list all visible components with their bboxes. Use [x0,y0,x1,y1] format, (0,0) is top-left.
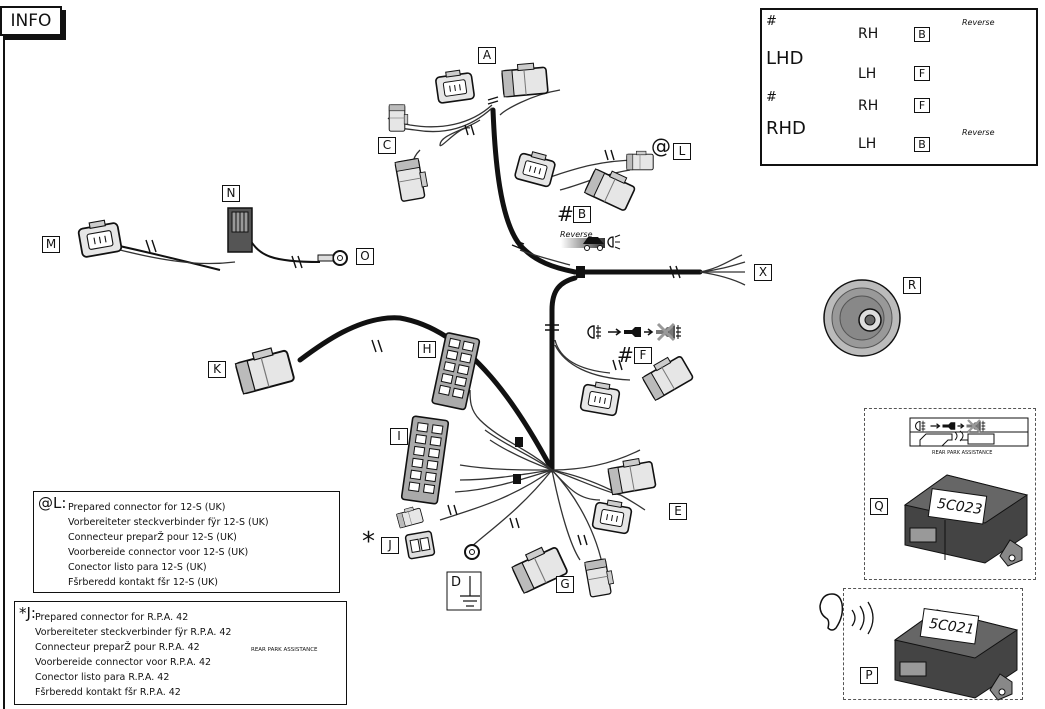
lhd-label: LHD [766,48,804,69]
note-l-title: @L: [38,494,67,512]
note-j-line: Connecteur preparŽ pour R.P.A. 42 [35,642,200,653]
label-j: J [381,537,399,554]
lhd-lh-connector: F [914,66,930,81]
table-hash-top: # [766,14,777,29]
label-g: G [556,576,574,593]
rhd-rh-label: RH [858,98,879,114]
label-e: E [669,503,687,520]
label-m: M [42,236,60,253]
note-l-line: Prepared connector for 12-S (UK) [68,502,226,513]
note-j-line: Vorbereiteter steckverbinder fÿr R.P.A. … [35,627,232,638]
label-i: I [390,428,408,445]
lhd-lh-label: LH [858,66,877,82]
lhd-reverse-text: Reverse [962,18,995,27]
label-h: H [418,341,436,358]
label-f: F [634,347,652,364]
hash-mark-f: # [617,343,634,367]
table-hash-bottom: # [766,90,777,105]
note-j-line: Prepared connector for R.P.A. 42 [35,612,189,623]
module-q-box [864,408,1036,580]
module-p-box [843,588,1023,700]
note-j-line: Voorbereide connector voor R.P.A. 42 [35,657,212,668]
label-d: D [451,575,462,590]
module-q-rpa-text: REAR PARK ASSISTANCE [932,450,993,456]
star-mark-j: * [362,527,375,557]
lhd-rhd-table: # LHD RH B Reverse LH F # RHD RH F LH B … [760,8,1038,166]
note-j-line: Conector listo para R.P.A. 42 [35,672,170,683]
info-tag: INFO [0,6,62,36]
note-l-line: Vorbereiteter steckverbinder fÿr 12-S (U… [68,517,269,528]
label-o: O [356,248,374,265]
label-p: P [860,667,878,684]
at-mark-l: @ [651,134,671,158]
hash-mark-b: # [557,202,574,226]
note-connector-l: @L: Prepared connector for 12-S (UK) Vor… [33,491,340,593]
label-b: B [573,206,591,223]
label-r: R [903,277,921,294]
note-j-title: *J: [19,604,36,622]
note-l-line: Fšrberedd kontakt fšr 12-S (UK) [68,577,218,588]
label-c: C [378,137,396,154]
rhd-rh-connector: F [914,98,930,113]
note-connector-j: *J: Prepared connector for R.P.A. 42 Vor… [14,601,347,705]
label-n: N [222,185,240,202]
rhd-lh-connector: B [914,137,930,152]
reverse-text-harness: Reverse [560,230,593,239]
note-l-line: Conector listo para 12-S (UK) [68,562,207,573]
label-q: Q [870,498,888,515]
note-j-rpa-text: REAR PARK ASSISTANCE [251,647,318,653]
lhd-rh-connector: B [914,27,930,42]
note-l-line: Connecteur preparŽ pour 12-S (UK) [68,532,237,543]
label-l: L [673,143,691,160]
rhd-label: RHD [766,118,806,139]
note-j-line: Fšrberedd kontakt fšr R.P.A. 42 [35,687,181,698]
rhd-lh-label: LH [858,136,877,152]
lhd-rh-label: RH [858,26,879,42]
note-l-line: Voorbereide connector voor 12-S (UK) [68,547,249,558]
label-a: A [478,47,496,64]
label-k: K [208,361,226,378]
label-x: X [754,264,772,281]
rhd-reverse-text: Reverse [962,128,995,137]
